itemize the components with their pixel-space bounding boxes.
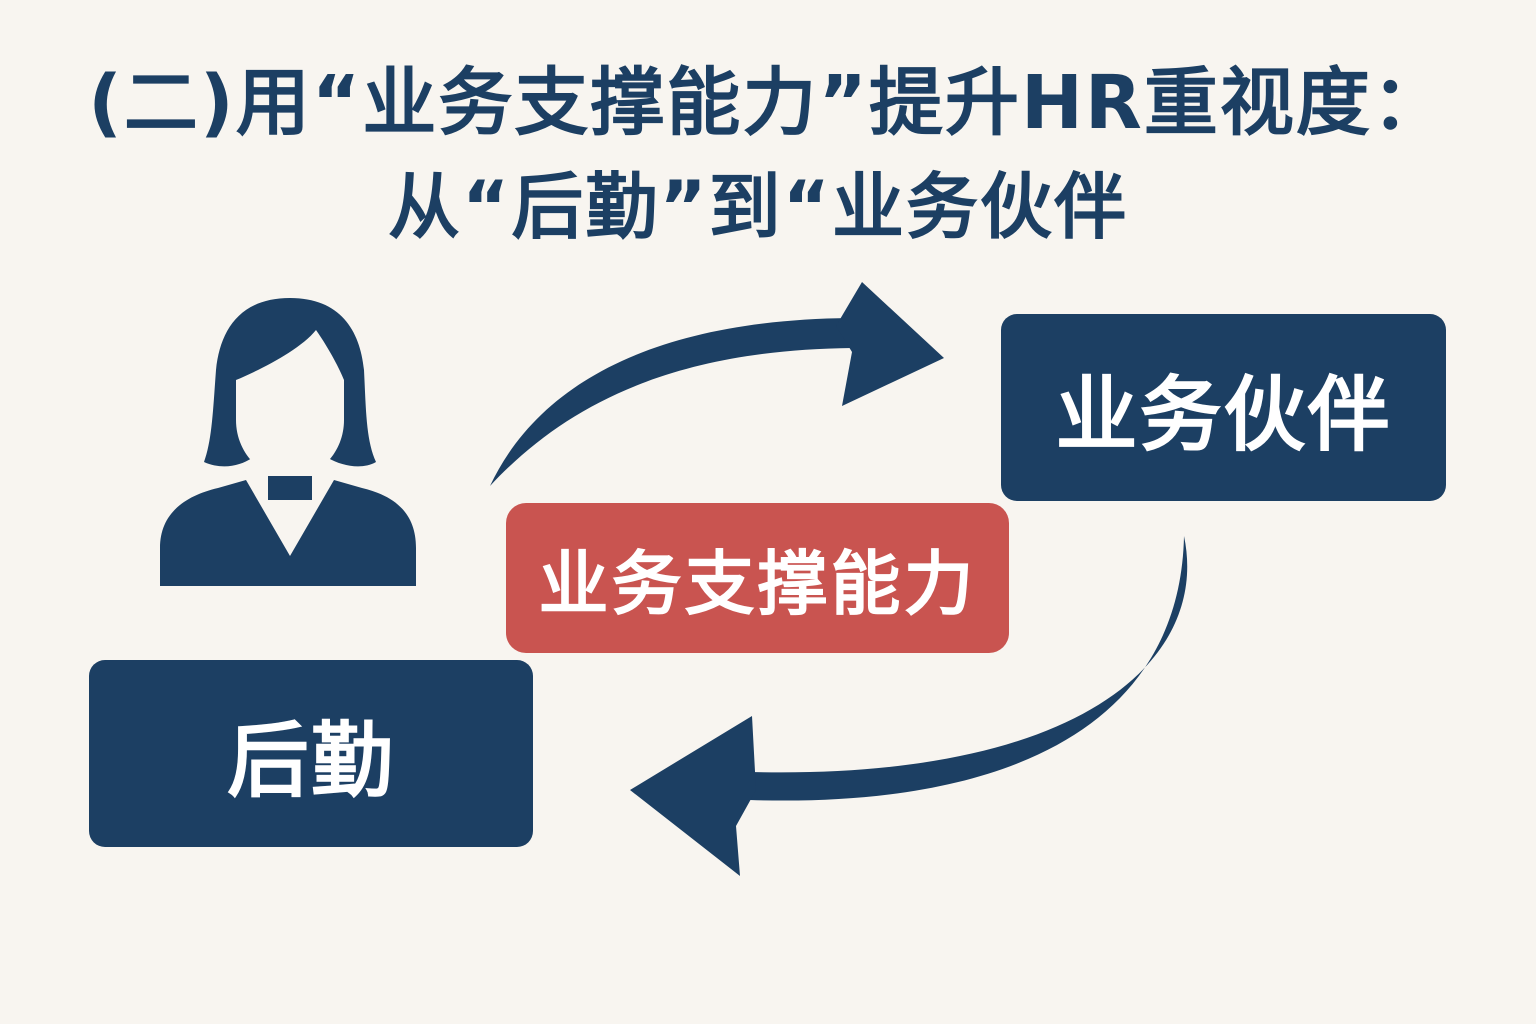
business-partner-box: 业务伙伴 — [1001, 314, 1446, 501]
person-face — [236, 330, 344, 478]
person-body — [160, 480, 416, 586]
logistics-box: 后勤 — [89, 660, 533, 847]
page-title-line-2: 从“后勤”到“业务伙伴 — [388, 165, 1128, 249]
curved-arrow-right-icon — [490, 282, 944, 486]
bottom-arrow-shaft — [750, 536, 1188, 801]
bottom-arrow-head — [630, 716, 756, 876]
top-arrow-head — [836, 282, 944, 406]
person-neck — [268, 476, 312, 500]
top-arrow-shaft — [490, 318, 852, 486]
page-title-line-1: (二)用“业务支撑能力”提升HR重视度： — [88, 60, 1448, 146]
person-icon — [160, 298, 416, 586]
curved-arrow-left-icon — [630, 536, 1188, 876]
business-support-capability-box: 业务支撑能力 — [506, 503, 1009, 653]
